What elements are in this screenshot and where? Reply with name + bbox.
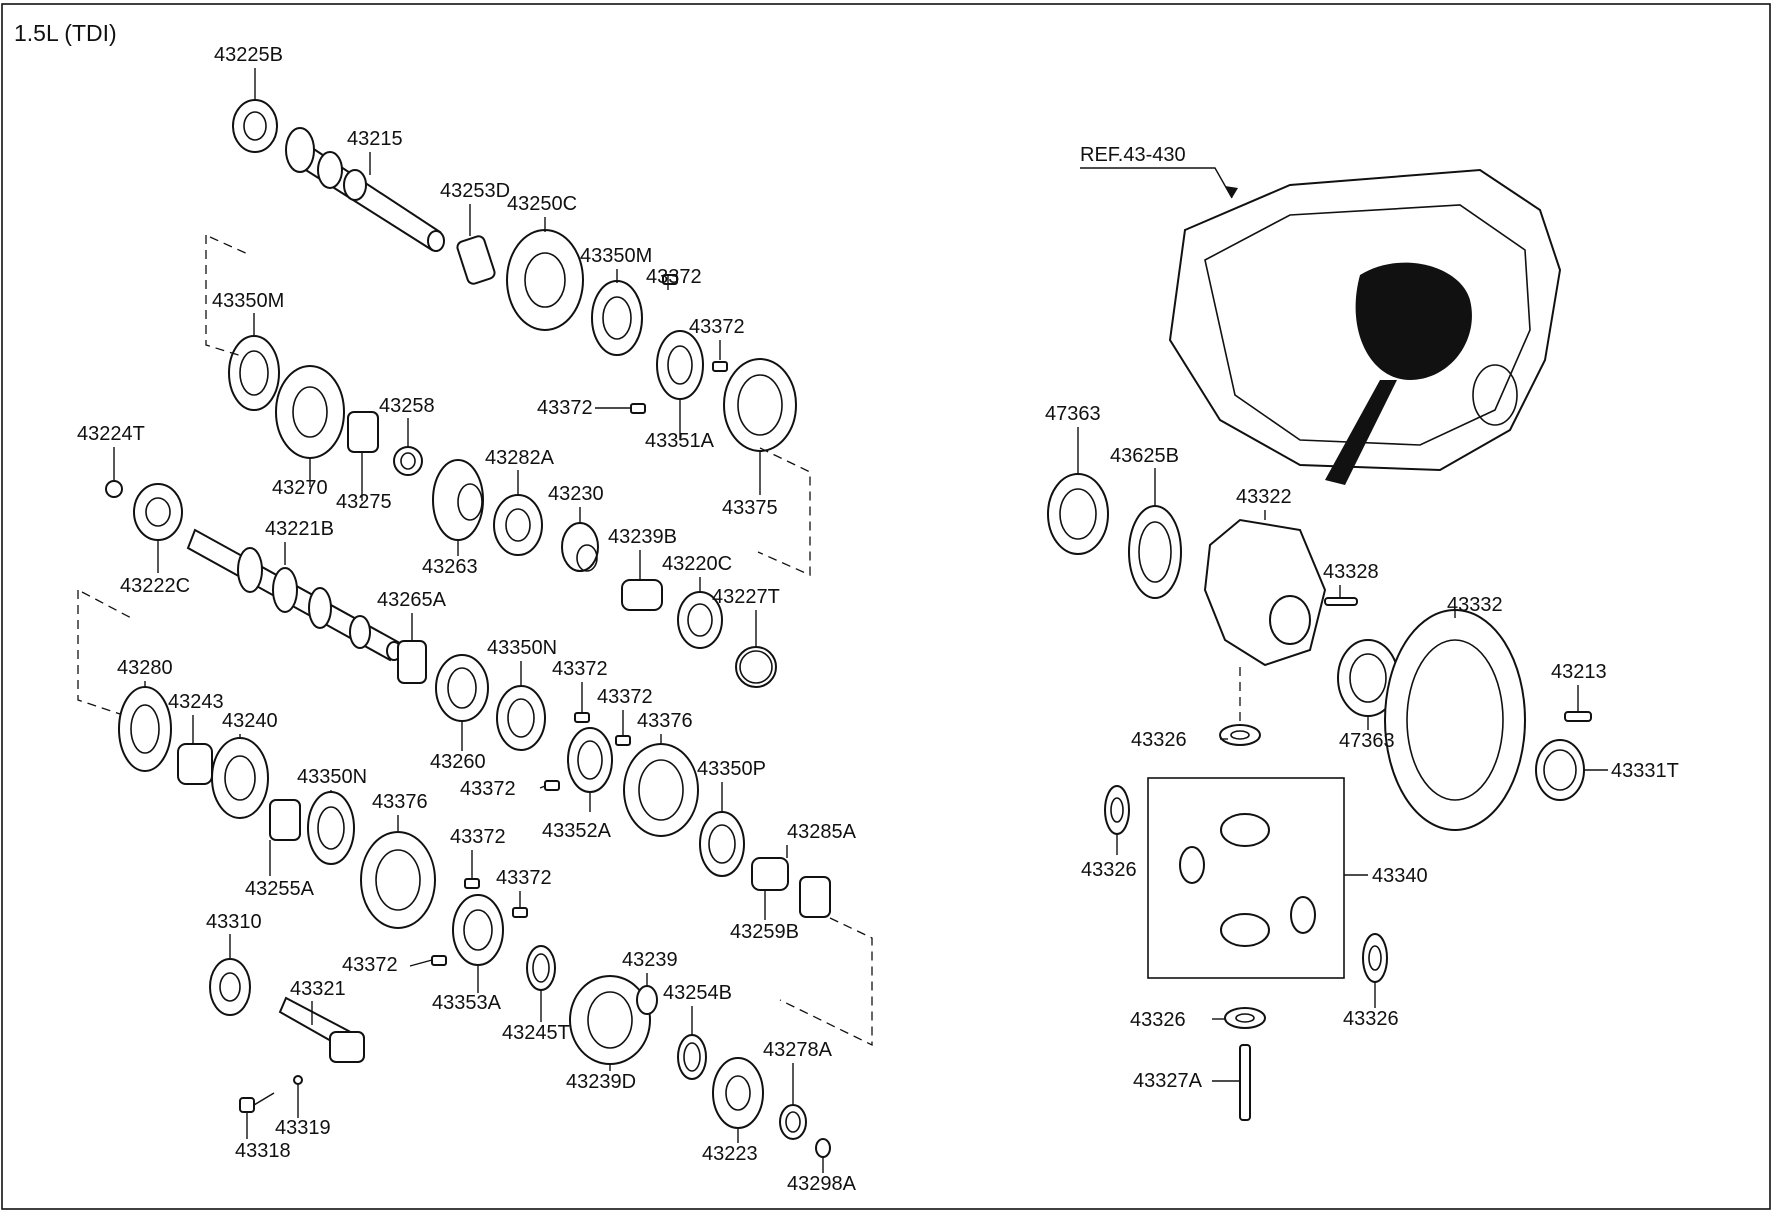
assembly-dash-lines bbox=[77, 235, 873, 1047]
ref-callout: REF.43-430 bbox=[1080, 144, 1238, 199]
part-label-56: 43625B bbox=[1110, 445, 1179, 467]
part-label-12: 43275 bbox=[336, 491, 392, 513]
part-label-18: 43282A bbox=[485, 447, 555, 469]
part-label-35: 43376 bbox=[637, 710, 693, 732]
part-label-16: 43221B bbox=[265, 518, 334, 540]
group-callout: 43340 bbox=[1344, 865, 1428, 887]
part-label-22: 43227T bbox=[712, 586, 780, 608]
part-label-39: 43259B bbox=[730, 921, 799, 943]
part-label-21: 43220C bbox=[662, 553, 732, 575]
part-label-47: 43239 bbox=[622, 949, 678, 971]
part-label-44: 43321 bbox=[290, 978, 346, 1000]
part-label-2: 43253D bbox=[440, 180, 510, 202]
part-label-1: 43215 bbox=[347, 128, 403, 150]
part-label-19: 43230 bbox=[548, 483, 604, 505]
part-label-30: 43255A bbox=[245, 878, 315, 900]
input-shaft-drawing bbox=[285, 127, 445, 252]
part-label-20: 43239B bbox=[608, 526, 677, 548]
part-label-62: 47363 bbox=[1339, 730, 1395, 752]
group-label: 43340 bbox=[1372, 865, 1428, 887]
transmission-housing-drawing bbox=[1168, 168, 1562, 485]
part-label-60: 43213 bbox=[1551, 661, 1607, 683]
part-label-54: 43318 bbox=[235, 1140, 291, 1162]
part-label-6: 43372 bbox=[689, 316, 745, 338]
part-label-42: 43353A bbox=[432, 992, 502, 1014]
part-labels: 43225B4321543253D43250C43350M43372433724… bbox=[77, 44, 1679, 1195]
part-label-65: 43326 bbox=[1343, 1008, 1399, 1030]
differential-drawing bbox=[1047, 473, 1592, 1121]
part-label-33: 43372 bbox=[597, 686, 653, 708]
part-label-46: 43245T bbox=[502, 1022, 570, 1044]
part-label-31: 43376 bbox=[372, 791, 428, 813]
diagram-title: 1.5L (TDI) bbox=[14, 20, 117, 46]
part-label-24: 43350N bbox=[487, 637, 557, 659]
part-label-45: 43372 bbox=[342, 954, 398, 976]
part-label-3: 43250C bbox=[507, 193, 577, 215]
part-label-63: 43331T bbox=[1611, 760, 1679, 782]
part-label-67: 43327A bbox=[1133, 1070, 1203, 1092]
part-label-11: 43270 bbox=[272, 477, 328, 499]
part-label-9: 43375 bbox=[722, 497, 778, 519]
part-label-57: 43322 bbox=[1236, 486, 1292, 508]
part-label-50: 43278A bbox=[763, 1039, 833, 1061]
part-label-4: 43350M bbox=[580, 245, 652, 267]
leader-line bbox=[539, 785, 546, 789]
diagram-frame bbox=[1, 3, 1771, 1210]
part-label-17: 43263 bbox=[422, 556, 478, 578]
part-label-13: 43258 bbox=[379, 395, 435, 417]
part-label-40: 43372 bbox=[450, 826, 506, 848]
main-shaft-drawing bbox=[186, 528, 402, 662]
part-label-38: 43285A bbox=[787, 821, 857, 843]
part-label-43: 43310 bbox=[206, 911, 262, 933]
part-label-34: 43372 bbox=[460, 778, 516, 800]
part-label-5: 43372 bbox=[646, 266, 702, 288]
part-label-15: 43222C bbox=[120, 575, 190, 597]
part-label-37: 43350P bbox=[697, 758, 766, 780]
gear-and-bearing-drawings bbox=[105, 99, 831, 1158]
part-label-64: 43326 bbox=[1081, 859, 1137, 881]
part-label-49: 43239D bbox=[566, 1071, 636, 1093]
part-label-32: 43372 bbox=[552, 658, 608, 680]
part-label-58: 43328 bbox=[1323, 561, 1379, 583]
part-label-8: 43351A bbox=[645, 430, 715, 452]
part-label-26: 43280 bbox=[117, 657, 173, 679]
part-label-10: 43350M bbox=[212, 290, 284, 312]
part-label-48: 43254B bbox=[663, 982, 732, 1004]
ref-label: REF.43-430 bbox=[1080, 144, 1186, 166]
part-label-52: 43298A bbox=[787, 1173, 857, 1195]
part-label-59: 43332 bbox=[1447, 594, 1503, 616]
part-label-27: 43243 bbox=[168, 691, 224, 713]
part-label-25: 43260 bbox=[430, 751, 486, 773]
part-label-61: 43326 bbox=[1131, 729, 1187, 751]
part-label-53: 43319 bbox=[275, 1117, 331, 1139]
part-label-23: 43265A bbox=[377, 589, 447, 611]
part-label-28: 43240 bbox=[222, 710, 278, 732]
leader-line bbox=[409, 959, 433, 967]
part-label-29: 43350N bbox=[297, 766, 367, 788]
part-label-7: 43372 bbox=[537, 397, 593, 419]
part-label-66: 43326 bbox=[1130, 1009, 1186, 1031]
part-label-14: 43224T bbox=[77, 423, 145, 445]
part-label-51: 43223 bbox=[702, 1143, 758, 1165]
part-label-55: 47363 bbox=[1045, 403, 1101, 425]
part-label-0: 43225B bbox=[214, 44, 283, 66]
part-label-36: 43352A bbox=[542, 820, 612, 842]
part-label-41: 43372 bbox=[496, 867, 552, 889]
